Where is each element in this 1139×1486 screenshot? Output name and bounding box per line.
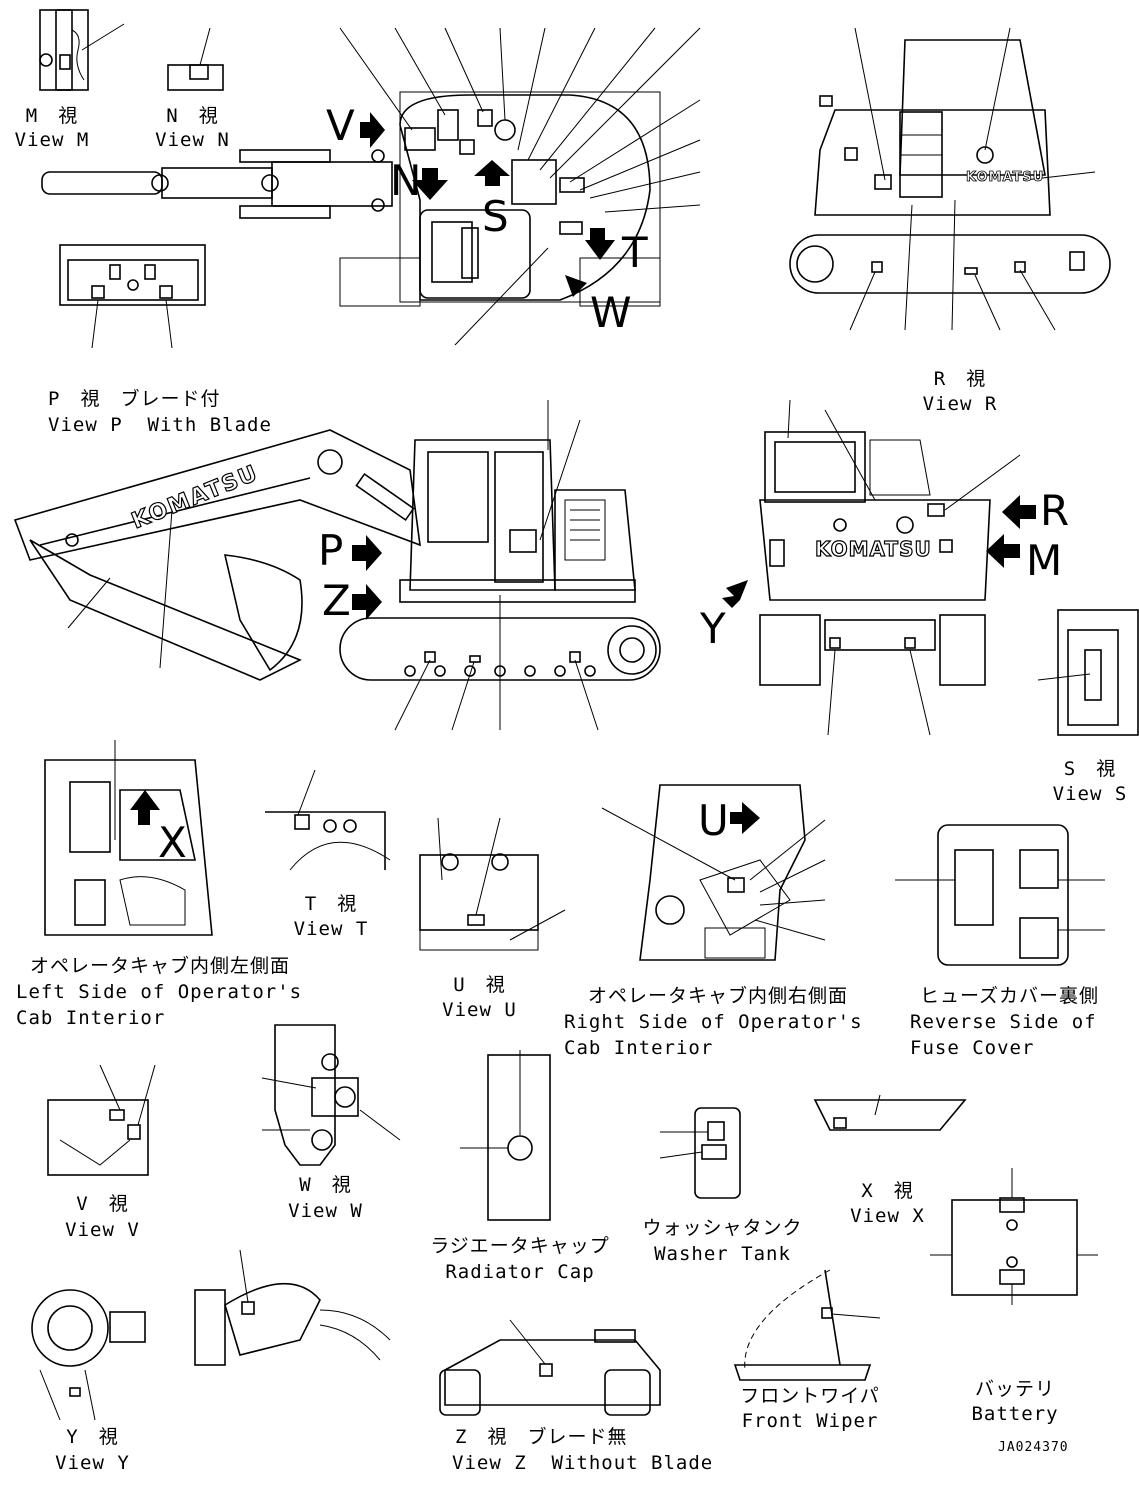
view-n-label-jp: N 視 <box>166 105 219 127</box>
view-y-label-en: View Y <box>55 1452 130 1474</box>
view-m-label-jp: M 視 <box>25 105 79 127</box>
rear-komatsu-logo: KOMATSU <box>814 536 932 561</box>
radiator-cap-label-jp: ラジエータキャップ <box>430 1235 610 1257</box>
cab-left-label-en1: Left Side of Operator's <box>16 981 303 1003</box>
view-v-label-en: View V <box>65 1219 140 1241</box>
view-u-drawing <box>419 817 566 951</box>
view-x-label-en: View X <box>850 1205 925 1227</box>
battery-label-jp: バッテリ <box>974 1378 1055 1400</box>
view-s-label-en: View S <box>1052 783 1128 805</box>
fuse-cover-label-en2: Fuse Cover <box>910 1037 1035 1059</box>
view-v-drawing <box>47 1064 156 1176</box>
arrow-letter-m: M <box>1026 536 1063 585</box>
cab-right-interior-drawing <box>601 784 826 961</box>
view-s-label-jp: S 視 <box>1063 758 1117 780</box>
front-wiper-label-en: Front Wiper <box>741 1410 879 1432</box>
cab-right-label-en1: Right Side of Operator's <box>564 1011 863 1033</box>
view-r-rear-drawing <box>722 399 1036 736</box>
view-y-label-jp: Y 視 <box>66 1426 119 1448</box>
view-p-label-jp: P 視 ブレード付 <box>48 388 221 410</box>
view-t-drawing <box>265 769 391 871</box>
arrow-letter-w: W <box>590 288 632 337</box>
radiator-cap-label-en: Radiator Cap <box>445 1261 595 1283</box>
cab-left-label-en2: Cab Interior <box>16 1007 166 1029</box>
top-plan-view <box>41 27 701 346</box>
washer-tank-label-en: Washer Tank <box>654 1243 791 1265</box>
arrow-letter-u: U <box>698 796 729 845</box>
arrow-letter-z: Z <box>322 576 351 625</box>
front-wiper-drawing <box>733 1269 881 1381</box>
view-r-label-jp: R 視 <box>933 368 987 390</box>
arrow-letter-s: S <box>482 192 509 241</box>
view-u-label-en: View U <box>442 999 517 1021</box>
washer-tank-drawing <box>659 1107 741 1199</box>
view-s-drawing <box>1037 609 1139 736</box>
arrow-letter-y: Y <box>700 604 726 653</box>
view-p-blade-drawing <box>59 244 206 349</box>
arrow-letter-r: R <box>1040 486 1070 535</box>
rear-view-top-right <box>789 27 1111 331</box>
front-wiper-label-jp: フロントワイパ <box>740 1385 880 1407</box>
counterweight-komatsu-logo: KOMATSU <box>966 170 1045 186</box>
fuse-cover-label-jp: ヒューズカバー裏側 <box>920 985 1100 1007</box>
view-n-drawing <box>167 27 224 91</box>
view-y-drawing <box>31 1289 146 1421</box>
view-x-drawing <box>813 1094 967 1131</box>
view-w-label-en: View W <box>288 1200 363 1222</box>
view-z-label-jp: Z 視 ブレード無 <box>455 1426 628 1448</box>
arrow-letter-x: X <box>158 818 187 867</box>
view-n-label-en: View N <box>155 129 230 151</box>
arrow-letter-v: V <box>326 101 355 150</box>
battery-drawing <box>930 1168 1098 1305</box>
radiator-cap-drawing <box>460 1050 551 1221</box>
fuse-cover-drawing <box>895 824 1105 966</box>
cab-right-label-jp: オペレータキャブ内側右側面 <box>588 985 849 1007</box>
arrow-letter-n: N <box>390 156 422 205</box>
view-t-label-en: View T <box>293 918 369 940</box>
view-z-label-en: View Z Without Blade <box>452 1452 714 1474</box>
view-r-label-en: View R <box>922 393 998 415</box>
view-w-label-jp: W 視 <box>299 1174 352 1196</box>
view-m-label-en: View M <box>14 129 90 151</box>
view-w-drawing <box>261 1024 401 1166</box>
cab-left-interior-drawing <box>44 740 213 936</box>
side-view-excavator <box>13 400 661 731</box>
arrow-letter-p: P <box>318 526 344 575</box>
arrow-letter-t: T <box>622 228 648 277</box>
view-x-label-jp: X 視 <box>861 1180 914 1202</box>
battery-label-en: Battery <box>971 1403 1059 1425</box>
washer-tank-label-jp: ウォッシャタンク <box>642 1217 803 1239</box>
view-u-label-jp: U 視 <box>453 974 506 996</box>
view-v-label-jp: V 視 <box>76 1193 129 1215</box>
view-p-label-en: View P With Blade <box>48 414 272 436</box>
drawing-code: JA024370 <box>998 1440 1069 1455</box>
cab-left-label-jp: オペレータキャブ内側左側面 <box>30 955 291 977</box>
view-t-label-jp: T 視 <box>304 893 358 915</box>
cab-right-label-en2: Cab Interior <box>564 1037 714 1059</box>
fuse-cover-label-en1: Reverse Side of <box>910 1011 1097 1033</box>
view-m-drawing <box>39 9 125 91</box>
hose-assembly-drawing <box>194 1249 391 1366</box>
view-z-no-blade-drawing <box>439 1319 661 1416</box>
